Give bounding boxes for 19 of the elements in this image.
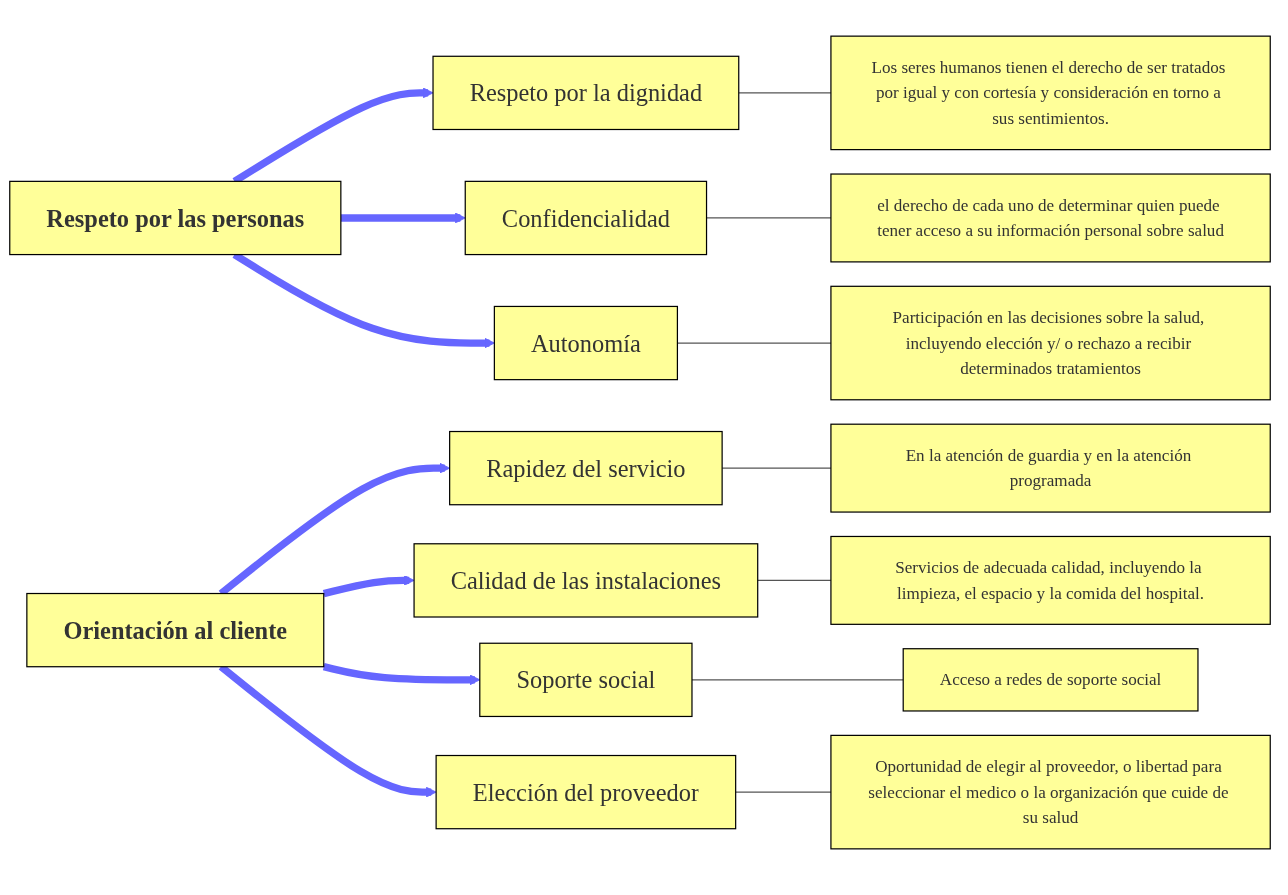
node-box: Orientación al cliente (26, 592, 325, 668)
connector (691, 679, 904, 681)
node-box: Rapidez del servicio (449, 430, 723, 506)
node-box: Participación en las decisiones sobre la salud, incluyendo elección y/ o rechazo a recibir determinados tratamientos (830, 285, 1271, 401)
node-box: Elección del proveedor (435, 754, 737, 830)
node-box: Confidencialidad (464, 180, 708, 256)
node-box: Servicios de adecuada calidad, incluyendo la limpieza, el espacio y la comida del hospital. (830, 535, 1271, 625)
node-box: Oportunidad de elegir al proveedor, o libertad para seleccionar el medico o la organización que cuide de su salud (830, 734, 1271, 850)
node-box: Respeto por la dignidad (432, 55, 740, 131)
node-box: Acceso a redes de soporte social (902, 648, 1199, 712)
node-box: Los seres humanos tienen el derecho de ser tratados por igual y con cortesía y consideración en torno a sus sentimientos. (830, 35, 1271, 151)
arrow (340, 212, 466, 224)
arrow (322, 575, 415, 598)
node-box: Calidad de las instalaciones (413, 543, 759, 618)
node-box: Autonomía (493, 305, 678, 381)
node-box: Soporte social (479, 642, 693, 718)
node-box: el derecho de cada uno de determinar quien puede tener acceso a su información personal sobre salud (830, 173, 1271, 263)
node-box: Respeto por las personas (9, 180, 342, 256)
node-box: En la atención de guardia y en la atención programada (830, 423, 1271, 513)
